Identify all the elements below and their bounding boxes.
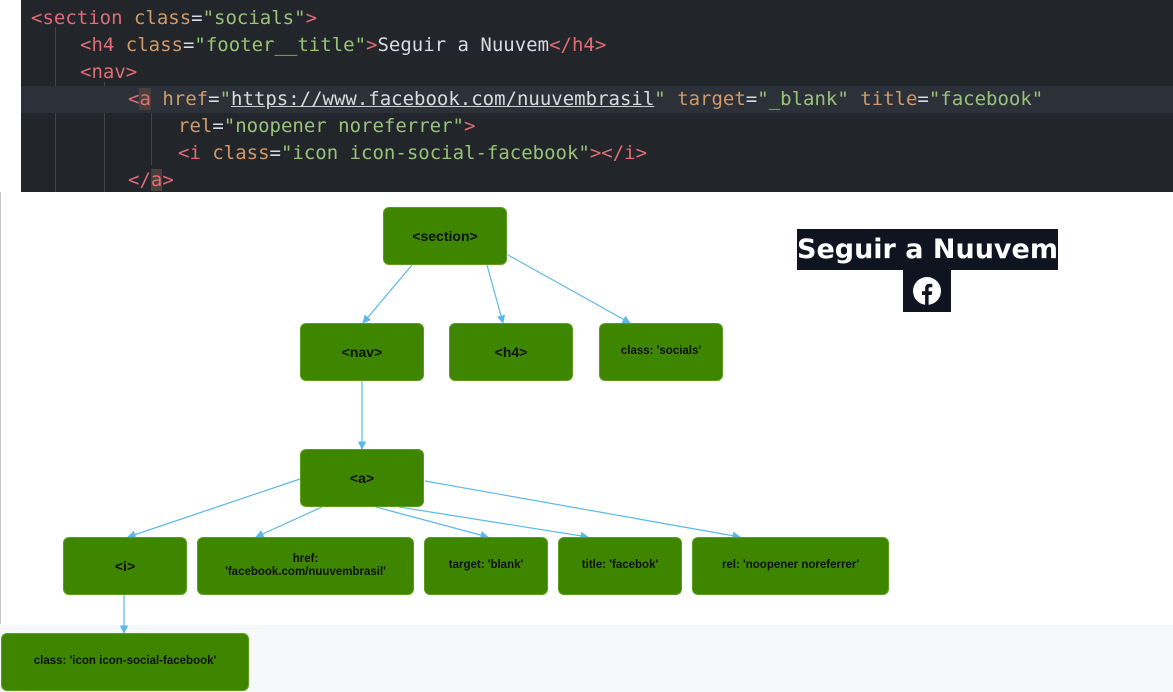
indent-guide bbox=[151, 110, 152, 165]
code-line-7: </a> bbox=[128, 169, 174, 191]
node-nav: <nav> bbox=[300, 323, 424, 381]
page-border bbox=[0, 192, 1, 624]
edge-section-h4 bbox=[486, 264, 506, 324]
edge-a-i bbox=[127, 478, 301, 539]
code-line-6: <i class="icon icon-social-facebook"></i… bbox=[178, 142, 648, 164]
code-line-1: <section class="socials"> bbox=[31, 7, 318, 29]
node-title: title: 'facebok' bbox=[558, 537, 682, 595]
node-class-icon: class: 'icon icon-social-facebook' bbox=[1, 633, 249, 691]
facebook-link[interactable] bbox=[903, 270, 951, 312]
node-class-socials: class: 'socials' bbox=[599, 323, 723, 381]
code-line-3: <nav> bbox=[80, 61, 138, 83]
node-section: <section> bbox=[383, 207, 507, 265]
edge-section-nav bbox=[362, 264, 413, 324]
edge-section-class bbox=[507, 254, 631, 324]
edge-a-href bbox=[255, 506, 323, 538]
edge-a-rel bbox=[424, 480, 741, 540]
code-line-4: <a href="https://www.facebook.com/nuuvem… bbox=[21, 86, 1173, 113]
href-url: https://www.facebook.com/nuuvembrasil bbox=[231, 88, 655, 110]
code-line-2: <h4 class="footer__title">Seguir a Nuuve… bbox=[80, 34, 607, 56]
rendered-preview: Seguir a Nuuvem bbox=[797, 229, 1058, 312]
node-i: <i> bbox=[63, 537, 187, 595]
node-href: href:'facebook.com/nuuvembrasil' bbox=[197, 537, 414, 595]
node-h4: <h4> bbox=[449, 323, 573, 381]
edge-a-target bbox=[375, 506, 489, 540]
code-editor: <section class="socials"> <h4 class="foo… bbox=[21, 0, 1173, 192]
facebook-icon bbox=[913, 277, 941, 305]
indent-guide bbox=[104, 82, 105, 192]
code-line-5: rel="noopener noreferrer"> bbox=[178, 115, 476, 137]
edge-a-title bbox=[398, 506, 589, 540]
preview-title: Seguir a Nuuvem bbox=[797, 229, 1058, 270]
node-rel: rel: 'noopener noreferrer' bbox=[692, 537, 889, 595]
node-target: target: 'blank' bbox=[424, 537, 548, 595]
node-a: <a> bbox=[300, 449, 424, 507]
